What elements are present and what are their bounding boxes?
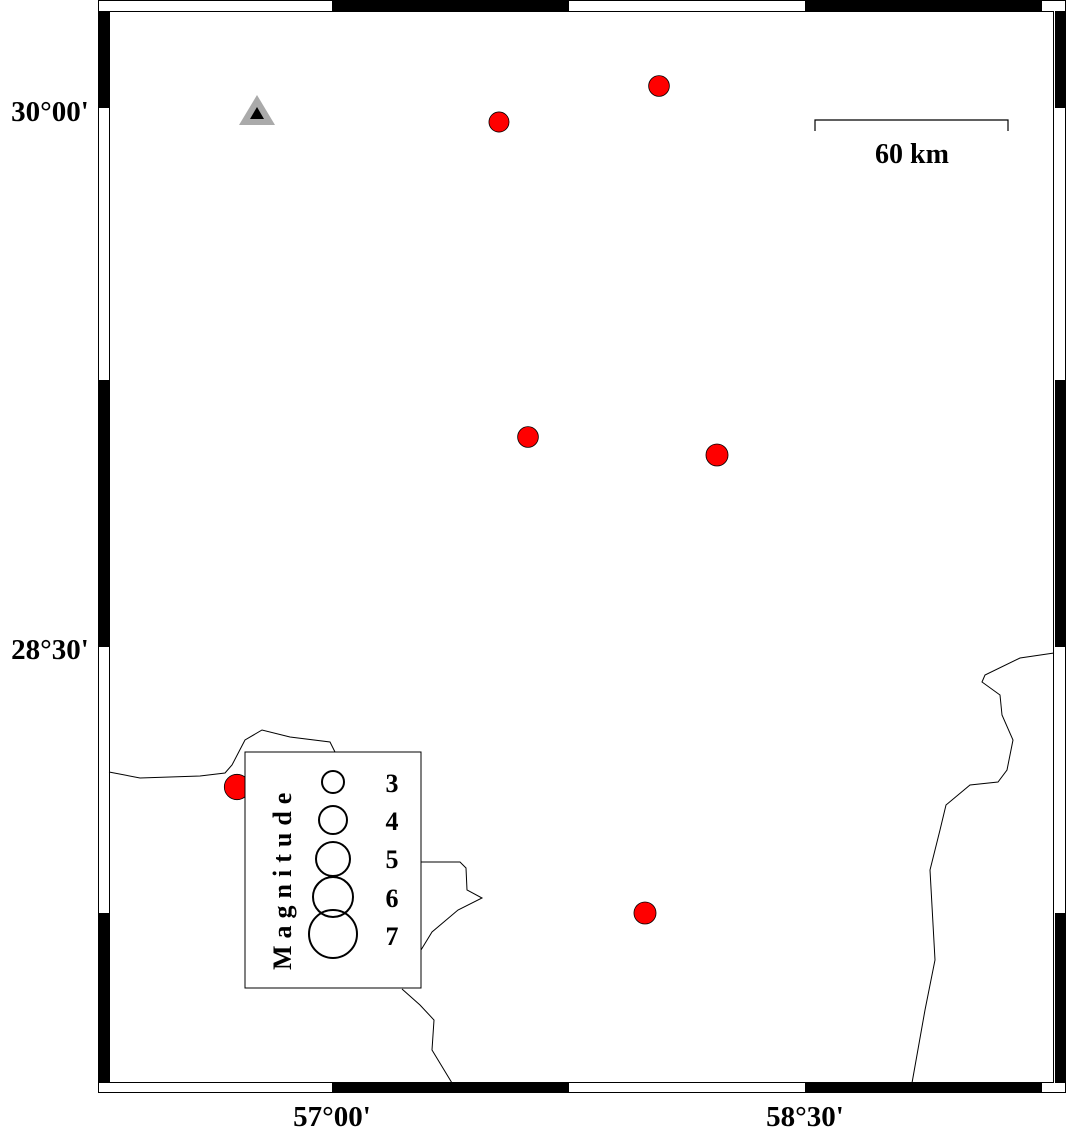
earthquake-event[interactable] [517,426,539,448]
earthquake-events [223,75,729,925]
coastline-east [911,652,1055,1084]
scale-bar: 60 km [814,119,1009,170]
coastline [108,652,1055,1084]
earthquake-event[interactable] [633,901,657,925]
legend-item-5: 5 [386,845,399,874]
lat-label-30-00: 30°00' [11,96,89,128]
earthquake-event[interactable] [488,111,510,133]
legend-title: Magnitude [268,786,297,970]
lon-label-58-30: 58°30' [766,1101,844,1132]
legend-item-6: 6 [386,884,399,913]
coastline-west-mid [420,861,484,951]
earthquake-event[interactable] [648,75,670,97]
lon-label-57-00: 57°00' [293,1101,371,1132]
coastline-west-south [401,988,453,1084]
triangle-station-icon[interactable] [239,95,275,125]
legend-item-7: 7 [386,922,399,951]
map-frame [98,0,1066,1093]
lat-label-28-30: 28°30' [11,634,89,666]
magnitude-legend: Magnitude 3 4 5 6 7 [244,751,422,989]
legend-item-3: 3 [386,769,399,798]
legend-item-4: 4 [386,807,399,836]
coastline-west [108,729,336,779]
earthquake-event[interactable] [705,443,729,467]
scale-bar-label: 60 km [875,139,949,170]
